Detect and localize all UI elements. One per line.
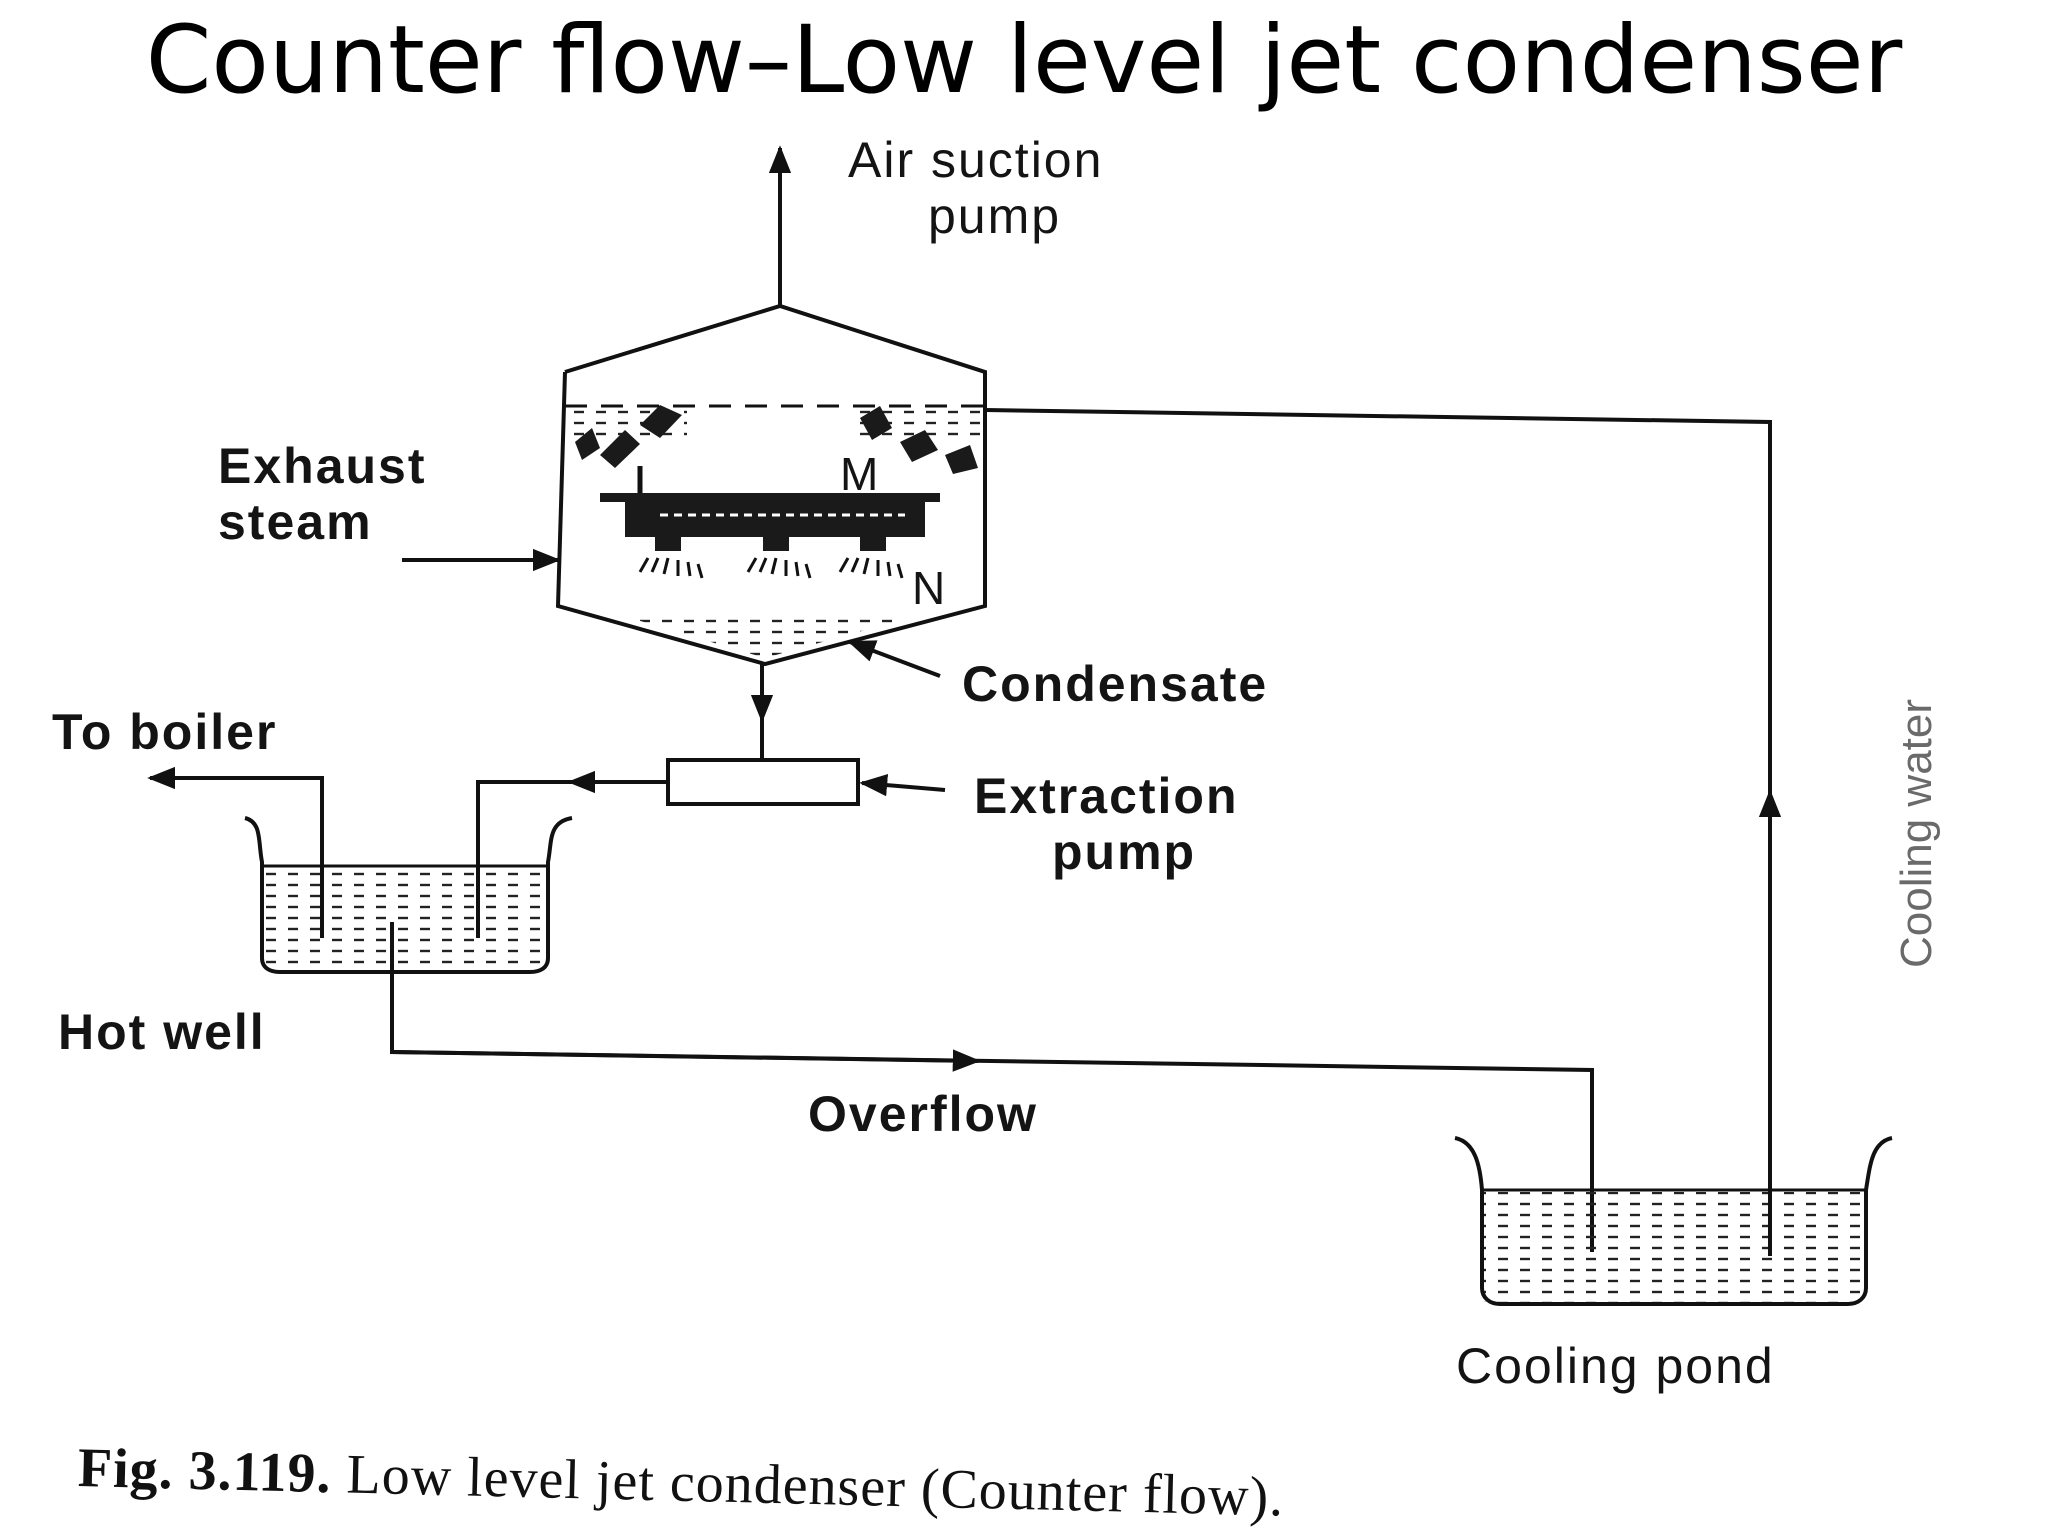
condensate-fill	[610, 612, 930, 658]
spray-tray	[600, 466, 940, 551]
hot-well-label: Hot well	[58, 1004, 266, 1060]
overflow-pipe	[390, 922, 1594, 1252]
exhaust-steam-label: Exhaust steam	[218, 438, 427, 550]
condensate-label: Condensate	[962, 656, 1269, 712]
air-suction-label: Air suction pump	[848, 132, 1104, 244]
cooling-water-label: Cooling water	[1892, 698, 1941, 968]
extraction-pump	[666, 758, 860, 806]
cooling-water-pipe	[984, 408, 1772, 1256]
to-boiler-pipe	[147, 766, 324, 938]
figure-number: Fig. 3.119.	[77, 1437, 333, 1506]
cooling-pond	[1454, 1136, 1893, 1306]
label-n: N	[912, 562, 948, 614]
page-title: Counter flow–Low level jet condenser	[145, 6, 1903, 115]
label-l: L	[640, 448, 669, 497]
to-boiler-label: To boiler	[52, 704, 278, 760]
corner-jets	[575, 405, 978, 474]
condensate-pointer	[847, 640, 941, 678]
extraction-pointer	[859, 773, 946, 797]
hot-well	[244, 816, 573, 974]
cooling-pond-label: Cooling pond	[1456, 1338, 1775, 1394]
spray-jets	[638, 557, 904, 579]
label-m: M	[840, 448, 881, 500]
overflow-label: Overflow	[808, 1086, 1038, 1142]
extraction-pump-label: Extraction pump	[974, 768, 1239, 880]
